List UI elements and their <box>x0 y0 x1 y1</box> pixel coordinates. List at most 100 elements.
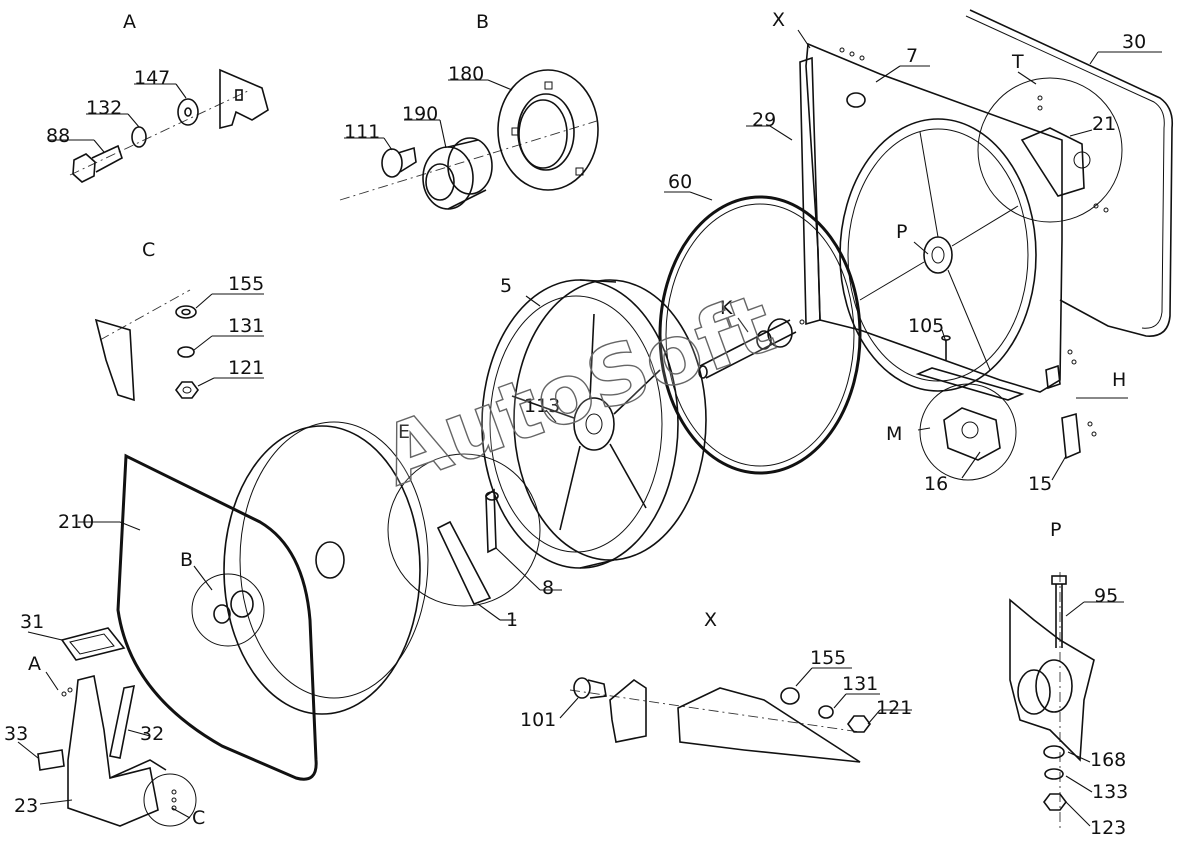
label-1: 1 <box>506 609 518 631</box>
spring-washer-131 <box>177 346 195 358</box>
detail-m-circle <box>919 383 1017 481</box>
front-disc <box>223 421 429 715</box>
pin-111 <box>381 146 417 178</box>
label-101: 101 <box>520 709 556 731</box>
title-c: C <box>142 239 155 261</box>
label-t: T <box>1011 51 1024 73</box>
title-x-detail: X <box>704 609 717 631</box>
label-180: 180 <box>448 63 484 85</box>
label-a: A <box>28 653 41 675</box>
bolt-88 <box>72 144 123 183</box>
label-15: 15 <box>1028 473 1052 495</box>
label-133: 133 <box>1092 781 1128 803</box>
spring-washer-132 <box>131 126 147 148</box>
detail-e-circle <box>387 453 541 607</box>
label-m: M <box>886 423 902 445</box>
label-95: 95 <box>1094 585 1118 607</box>
label-132: 132 <box>86 97 122 119</box>
label-c: C <box>192 807 205 829</box>
bracket-a <box>219 68 269 130</box>
washer-155 <box>175 305 197 319</box>
nut-121 <box>175 381 199 399</box>
part-33 <box>37 749 65 771</box>
label-b: B <box>180 549 193 571</box>
nut-123 <box>1043 793 1067 811</box>
wheel-rear <box>839 118 1037 392</box>
washer-x155 <box>780 687 800 705</box>
bolt-101 <box>573 677 607 699</box>
title-p-detail: P <box>1050 519 1061 541</box>
label-32: 32 <box>140 723 164 745</box>
label-190: 190 <box>402 103 438 125</box>
bearing-190 <box>422 137 493 210</box>
label-123: 123 <box>1090 817 1126 839</box>
detail-c-marker <box>143 773 197 827</box>
detail-b-bearing <box>191 573 265 647</box>
label-33: 33 <box>4 723 28 745</box>
part-31 <box>60 627 126 661</box>
detail-a-group <box>48 68 269 183</box>
title-a: A <box>123 11 136 33</box>
label-16: 16 <box>924 473 948 495</box>
washer-147 <box>177 98 199 126</box>
label-x131: 131 <box>842 673 878 695</box>
spring-washer-x131 <box>818 705 834 719</box>
label-k: K <box>720 297 733 319</box>
label-155: 155 <box>228 273 264 295</box>
cover-30 <box>965 9 1174 337</box>
label-31: 31 <box>20 611 44 633</box>
label-147: 147 <box>134 67 170 89</box>
label-113: 113 <box>524 395 560 417</box>
label-x121: 121 <box>876 697 912 719</box>
label-105: 105 <box>908 315 944 337</box>
post-29 <box>799 56 821 326</box>
bracket-23 <box>67 675 167 827</box>
title-b: B <box>476 11 489 33</box>
part-32 <box>109 684 136 759</box>
bracket-c <box>94 318 135 402</box>
spring-washer-133 <box>1044 768 1064 780</box>
label-21: 21 <box>1092 113 1116 135</box>
label-x155: 155 <box>810 647 846 669</box>
label-60: 60 <box>668 171 692 193</box>
flange-180 <box>497 69 599 191</box>
detail-c-group <box>94 289 264 402</box>
watermark: AutoSoft <box>370 276 786 505</box>
detail-x-group <box>569 677 871 763</box>
label-7: 7 <box>906 45 918 67</box>
washer-168 <box>1043 745 1065 759</box>
leader-lines <box>17 29 1162 827</box>
label-131: 131 <box>228 315 264 337</box>
plate-x <box>677 687 861 763</box>
bolt-105 <box>941 335 951 360</box>
hub-plate <box>1009 598 1095 762</box>
detail-p-group <box>1009 572 1095 830</box>
rail-part <box>915 367 1025 401</box>
detail-t-circle <box>977 77 1123 223</box>
label-8: 8 <box>542 577 554 599</box>
detail-h-part <box>1045 349 1097 460</box>
cover-210 <box>116 453 318 781</box>
bolt-95 <box>1051 575 1067 648</box>
shaft-k <box>698 318 805 379</box>
label-23: 23 <box>14 795 38 817</box>
label-30: 30 <box>1122 31 1146 53</box>
label-e: E <box>398 421 410 443</box>
wheel-5 <box>481 279 707 569</box>
label-5: 5 <box>500 275 512 297</box>
nut-x121 <box>847 715 871 733</box>
label-111: 111 <box>344 121 380 143</box>
label-29: 29 <box>752 109 776 131</box>
title-x-top: X <box>772 9 785 31</box>
labels: A B C X X P 88 132 147 111 190 180 155 1… <box>4 9 1146 839</box>
ring-60 <box>658 195 862 475</box>
label-88: 88 <box>46 125 70 147</box>
label-p: P <box>896 221 907 243</box>
detail-b-group <box>339 69 601 210</box>
detail-a-marker <box>61 687 73 697</box>
label-h: H <box>1112 369 1126 391</box>
label-168: 168 <box>1090 749 1126 771</box>
label-121: 121 <box>228 357 264 379</box>
